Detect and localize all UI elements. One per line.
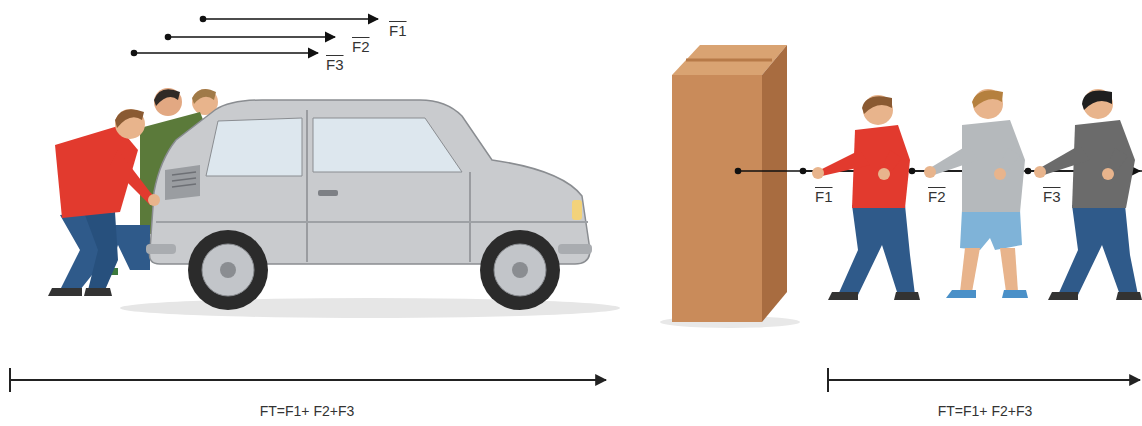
force-label: F1 [389, 22, 407, 40]
force-label: F1 [815, 188, 833, 206]
wheel [480, 230, 560, 310]
resultant-arrow [828, 368, 1140, 392]
pulling-person [924, 89, 1028, 298]
force-label: F3 [326, 56, 344, 74]
car [120, 100, 620, 318]
force-label: F3 [1043, 188, 1061, 206]
force-arrows-left [132, 17, 379, 56]
resultant-label: FT=F1+ F2+F3 [835, 402, 1135, 420]
pulling-person [1034, 89, 1142, 300]
resultant-arrow [10, 368, 606, 392]
pulling-person [812, 95, 920, 300]
pushing-person-front [48, 109, 160, 296]
box [660, 45, 800, 328]
force-label: F2 [928, 188, 946, 206]
wheel [188, 230, 268, 310]
resultant-label: FT=F1+ F2+F3 [157, 402, 457, 420]
force-label: F2 [352, 38, 370, 56]
